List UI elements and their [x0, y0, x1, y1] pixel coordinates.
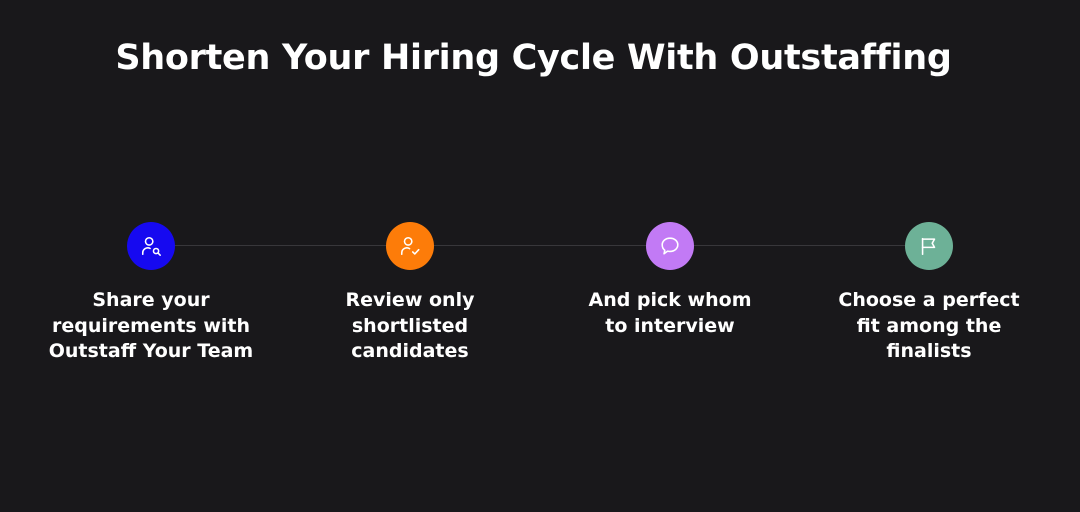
- step-choose-fit: Choose a perfect fit among the finalists: [809, 222, 1049, 365]
- step-label: Share your requirements with Outstaff Yo…: [48, 289, 254, 362]
- step-review-candidates: Review only shortlisted candidates: [290, 222, 530, 365]
- step-icon-circle: [386, 222, 434, 270]
- user-search-icon: [141, 236, 161, 256]
- step-pick-interview: And pick whom to interview: [550, 222, 790, 339]
- user-check-icon: [400, 236, 420, 256]
- step-label: And pick whom to interview: [588, 289, 752, 337]
- step-icon-circle: [646, 222, 694, 270]
- step-share-requirements: Share your requirements with Outstaff Yo…: [31, 222, 271, 365]
- chat-bubble-icon: [661, 237, 679, 255]
- step-label: Choose a perfect fit among the finalists: [838, 289, 1020, 362]
- step-icon-circle: [905, 222, 953, 270]
- page-title: Shorten Your Hiring Cycle With Outstaffi…: [115, 38, 952, 78]
- flag-icon: [921, 237, 936, 256]
- step-icon-circle: [127, 222, 175, 270]
- timeline-connector: [150, 245, 930, 246]
- step-label: Review only shortlisted candidates: [345, 289, 475, 362]
